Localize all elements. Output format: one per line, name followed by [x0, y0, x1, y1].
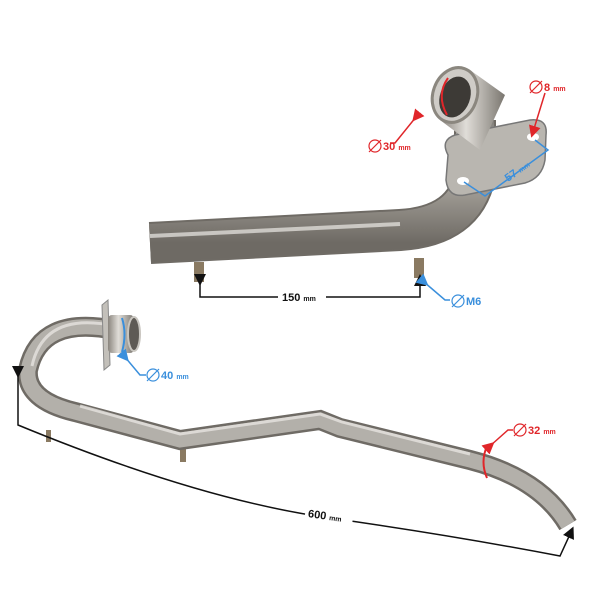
svg-text:M6: M6	[466, 296, 481, 308]
dimension-30mm: 30 mm	[368, 108, 425, 153]
svg-text:30 mm: 30 mm	[383, 141, 411, 153]
svg-text:40 mm: 40 mm	[161, 370, 189, 382]
dimension-8mm: 8 mm	[529, 80, 566, 138]
dimension-40mm: 40 mm	[116, 348, 189, 382]
stud	[180, 448, 186, 462]
dimension-600mm: 600 mm	[12, 366, 574, 557]
svg-text:150 mm: 150 mm	[282, 292, 316, 304]
diameter-symbol-icon	[146, 368, 160, 382]
diameter-symbol-icon	[513, 423, 527, 437]
dimension-150: 150 mm	[194, 274, 426, 304]
stud	[194, 262, 204, 282]
diameter-symbol-icon	[451, 294, 465, 308]
svg-text:32 mm: 32 mm	[528, 425, 556, 437]
diameter-symbol-icon	[368, 139, 382, 153]
dimension-32mm: 32 mm	[481, 423, 556, 455]
svg-text:8 mm: 8 mm	[544, 82, 566, 94]
top-pipe	[148, 66, 547, 282]
inlet-flange	[101, 298, 111, 372]
diameter-symbol-icon	[529, 80, 543, 94]
stud	[414, 258, 424, 278]
svg-text:600 mm: 600 mm	[307, 508, 342, 525]
dimension-m6: M6	[415, 273, 481, 308]
bottom-pipe	[17, 298, 577, 531]
